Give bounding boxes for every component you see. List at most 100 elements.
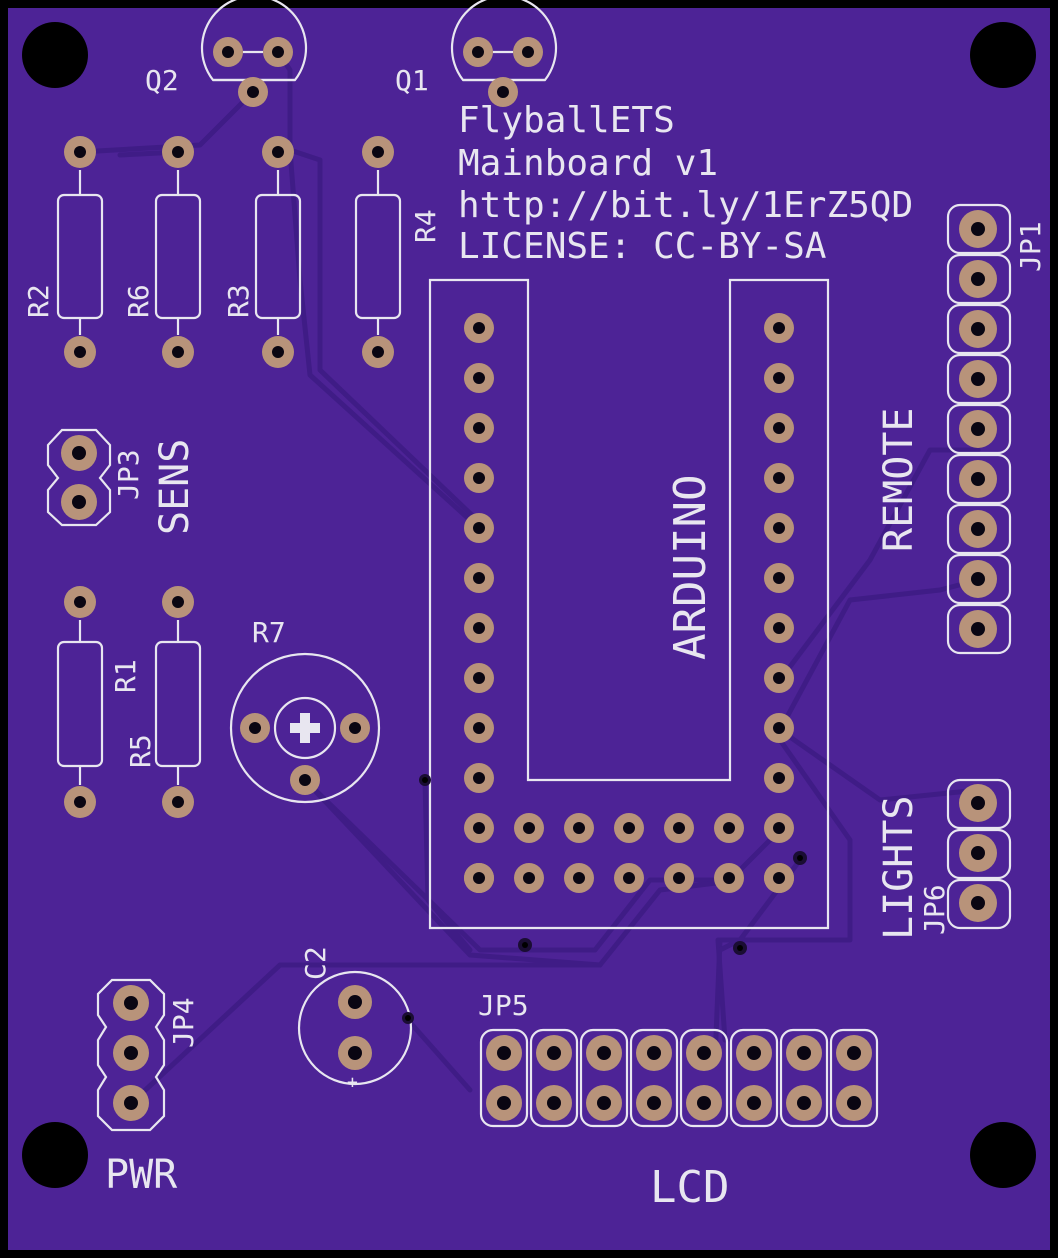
drill-hole	[971, 522, 985, 536]
drill-hole	[773, 322, 785, 334]
pin-outline	[829, 1028, 879, 1128]
drill-hole	[473, 372, 485, 384]
title-line: FlyballETS	[458, 100, 675, 141]
arduino-label: ARDUINO	[665, 475, 716, 660]
drill-hole	[773, 672, 785, 684]
r2-label: R2	[22, 284, 55, 318]
drill-hole	[971, 222, 985, 236]
pin-outline	[779, 1028, 829, 1128]
drill-hole	[797, 1096, 811, 1110]
drill-hole	[473, 522, 485, 534]
c2-label: C2	[299, 946, 332, 980]
drill-hole	[673, 872, 685, 884]
lcd-label: LCD	[650, 1162, 729, 1213]
drill-hole	[773, 872, 785, 884]
drill-hole	[597, 1096, 611, 1110]
drill-hole	[473, 622, 485, 634]
mounting-hole	[970, 22, 1036, 88]
drill-hole	[747, 1046, 761, 1060]
drill-hole	[971, 896, 985, 910]
vias	[402, 774, 807, 1024]
drill-hole	[773, 472, 785, 484]
capacitor-c2	[297, 970, 413, 1086]
drill-hole	[647, 1046, 661, 1060]
drill-hole	[697, 1096, 711, 1110]
drill-hole	[523, 872, 535, 884]
drill-hole	[473, 472, 485, 484]
pin-outline	[629, 1028, 679, 1128]
q2-label: Q2	[145, 64, 179, 97]
drill-hole	[773, 572, 785, 584]
remote-label: REMOTE	[876, 408, 922, 553]
drill-hole	[473, 572, 485, 584]
drill-hole	[723, 822, 735, 834]
pwr-label: PWR	[105, 1152, 178, 1198]
pin-outline	[946, 828, 1012, 880]
sens-label: SENS	[152, 439, 198, 535]
title-line: http://bit.ly/1ErZ5QD	[458, 185, 913, 226]
drill-hole	[971, 796, 985, 810]
pin-outline	[946, 503, 1012, 555]
jp3-connector	[46, 428, 112, 527]
pin-outline	[946, 453, 1012, 505]
drill-hole	[497, 1046, 511, 1060]
mounting-hole	[970, 1122, 1036, 1188]
drill-hole	[971, 472, 985, 486]
pin-outline	[529, 1028, 579, 1128]
drill-hole	[971, 622, 985, 636]
r1-label: R1	[109, 659, 142, 693]
drill-hole	[773, 772, 785, 784]
drill-hole	[473, 822, 485, 834]
pin-outline	[679, 1028, 729, 1128]
pin-outline	[946, 253, 1012, 305]
pin-outline	[946, 303, 1012, 355]
mounting-hole	[22, 1122, 88, 1188]
arduino-pins	[464, 313, 794, 893]
jp3-label: JP3	[112, 449, 145, 500]
drill-hole	[697, 1046, 711, 1060]
drill-hole	[497, 1096, 511, 1110]
pin-outline	[729, 1028, 779, 1128]
title-line: LICENSE: CC-BY-SA	[458, 226, 827, 267]
title-block: FlyballETS Mainboard v1 http://bit.ly/1E…	[458, 100, 913, 267]
pin-outline	[946, 353, 1012, 405]
drill-hole	[773, 622, 785, 634]
pin-outline	[946, 878, 1012, 930]
drill-hole	[971, 322, 985, 336]
drill-hole	[971, 846, 985, 860]
drill-hole	[473, 322, 485, 334]
drill-hole	[971, 372, 985, 386]
drill-hole	[971, 272, 985, 286]
drill-hole	[847, 1046, 861, 1060]
drill-hole	[623, 872, 635, 884]
drill-hole	[797, 1046, 811, 1060]
copper-traces	[77, 49, 981, 1098]
r7-label: R7	[252, 616, 286, 649]
jp1-label: JP1	[1014, 221, 1047, 272]
drill-hole	[523, 822, 535, 834]
drill-hole	[847, 1096, 861, 1110]
jp5-connector	[479, 1028, 879, 1128]
jp1-connector	[946, 203, 1012, 655]
jp6-connector	[946, 778, 1012, 930]
drill-hole	[473, 872, 485, 884]
q1-transistor	[450, 0, 558, 107]
drill-hole	[971, 422, 985, 436]
drill-hole	[773, 522, 785, 534]
drill-hole	[473, 672, 485, 684]
pin-outline	[946, 603, 1012, 655]
pin-outline	[946, 778, 1012, 830]
drill-hole	[547, 1046, 561, 1060]
pin-outline	[946, 553, 1012, 605]
drill-hole	[773, 822, 785, 834]
mounting-hole	[22, 22, 88, 88]
q1-label: Q1	[395, 64, 429, 97]
title-line: Mainboard v1	[458, 143, 718, 184]
pin-outline	[579, 1028, 629, 1128]
drill-hole	[773, 372, 785, 384]
drill-hole	[971, 572, 985, 586]
drill-hole	[473, 722, 485, 734]
arduino-footprint	[428, 278, 830, 930]
trimmer-r7	[229, 652, 381, 804]
